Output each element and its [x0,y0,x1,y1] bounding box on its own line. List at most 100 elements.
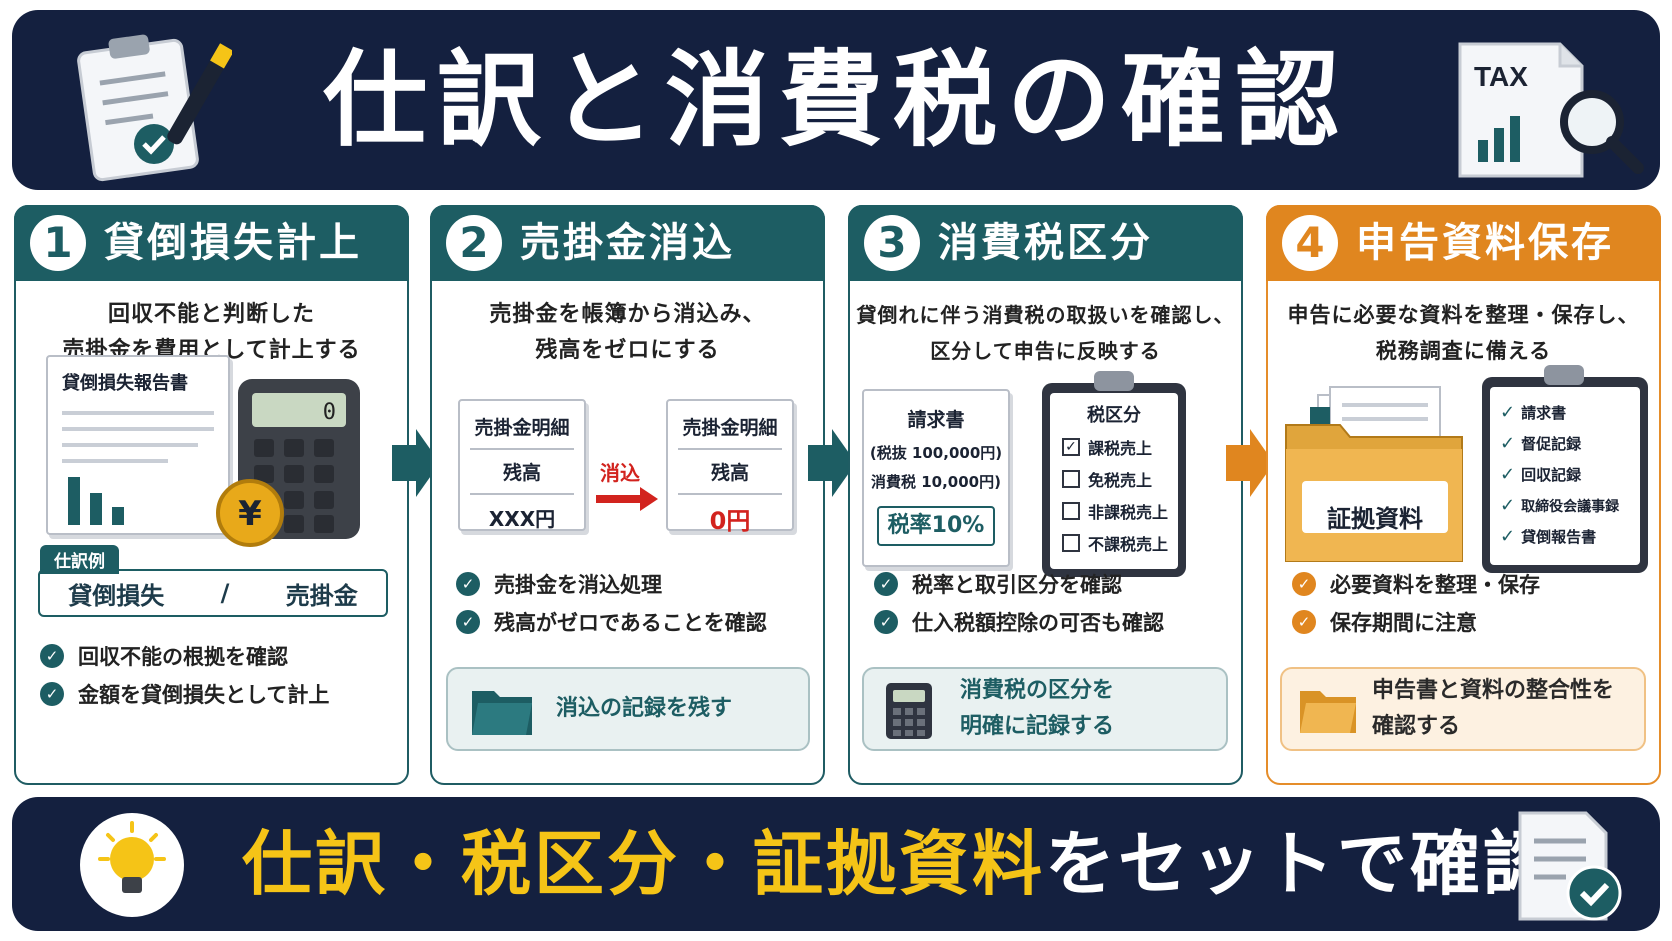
calculator-coin-icon: 0 ¥ [216,379,360,547]
note-text: 申告書と資料の整合性を確認する [1372,678,1615,739]
check-icon: ✓ [1500,464,1516,485]
tax-label: TAX [1474,61,1528,92]
card-description: 申告に必要な資料を整理・保存し、税務調査に備える [1287,303,1640,363]
check-icon: ✓ [456,610,480,634]
credit-account: 売掛金 [285,581,358,610]
card-title: 申告資料保存 [1356,220,1614,266]
check-list: ✓税率と取引区分を確認 ✓仕入税額控除の可否も確認 [874,565,1164,641]
card-header: 3 消費税区分 [848,205,1243,281]
invoice-doc: 請求書 (税抜 100,000円) 消費税 10,000円) 税率10% [862,389,1010,567]
tax-rate-badge: 税率10% [877,506,995,546]
evidence-folder-icon [1285,386,1463,562]
yen-symbol: ¥ [238,494,262,534]
check-icon: ✓ [1500,433,1516,454]
footer-rest: をセットで確認 [1045,823,1556,905]
check-list: ✓必要資料を整理・保存 ✓保存期間に注意 [1292,565,1540,641]
check-icon: ✓ [1292,610,1316,634]
footer-message: 仕訳・税区分・証拠資料をセットで確認 [242,819,1556,909]
check-icon: ✓ [456,572,480,596]
flow-arrow [392,445,416,481]
invoice-line: 消費税 10,000円) [871,473,1001,491]
check-list: ✓回収不能の根拠を確認 ✓金額を貸倒損失として計上 [40,637,329,713]
ledger-after: 売掛金明細 残高 0円 [666,399,794,535]
document-item: ✓回収記録 [1500,464,1582,485]
check-list: ✓売掛金を消込処理 ✓残高がゼロであることを確認 [456,565,767,641]
list-item: ✓必要資料を整理・保存 [1292,565,1540,603]
note-box: 申告書と資料の整合性を確認する [1280,667,1646,751]
card-header: 2 売掛金消込 [430,205,825,281]
step-card-1: 1 貸倒損失計上 回収不能と判断した売掛金を費用として計上する 貸倒損失報告書 … [14,205,409,785]
list-item: ✓保存期間に注意 [1292,603,1540,641]
balance-label: 残高 [502,462,541,484]
clipboard-pen-icon [77,34,232,182]
list-item: ✓仕入税額控除の可否も確認 [874,603,1164,641]
debit-account: 貸倒損失 [68,581,165,610]
folder-label: 証拠資料 [1327,505,1423,533]
card-title: 貸倒損失計上 [104,220,362,266]
document-item: ✓請求書 [1500,402,1567,423]
ledger-title: 売掛金明細 [474,417,570,439]
tax-class-clipboard: 税区分 ✓課税売上 免税売上 非課税売上 不課税売上 [1042,371,1186,577]
card-description: 売掛金を帳簿から消込み、残高をゼロにする [489,302,766,363]
clip [1094,371,1134,391]
note-box: 消込の記録を残す [446,667,810,751]
tax-document-magnifier-icon: TAX [1458,42,1644,178]
page-title: 仕訳と消費税の確認 [322,39,1349,161]
tax-class-option: 非課税売上 [1062,495,1178,527]
note-box: 消費税の区分を明確に記録する [862,667,1228,751]
report-chart-icon [62,411,214,525]
list-item: ✓売掛金を消込処理 [456,565,767,603]
calculator-icon [886,683,932,739]
list-item: ✓残高がゼロであることを確認 [456,603,767,641]
header-banner: 仕訳と消費税の確認 TAX [12,10,1660,190]
folder-icon [1300,691,1356,733]
note-text: 消込の記録を残す [556,696,733,721]
document-checklist-clipboard: ✓請求書 ✓督促記録 ✓回収記録 ✓取締役会議事録 ✓貸倒報告書 [1482,365,1648,573]
report-title: 貸倒損失報告書 [62,373,188,394]
flow-arrow [808,445,832,481]
invoice-line: (税抜 100,000円) [869,444,1003,462]
list-item: ✓金額を貸倒損失として計上 [40,675,329,713]
tax-class-title: 税区分 [1087,405,1141,426]
card-title: 消費税区分 [938,220,1153,266]
checkbox-icon [1062,534,1080,552]
checkbox-icon [1062,502,1080,520]
clear-label: 消込 [600,461,640,485]
card-description: 貸倒れに伴う消費税の取扱いを確認し、区分して申告に反映する [856,303,1235,363]
check-icon: ✓ [1500,495,1516,516]
step-number: 4 [1282,215,1338,271]
step-card-3: 3 消費税区分 貸倒れに伴う消費税の取扱いを確認し、区分して申告に反映する 請求… [848,205,1243,785]
step-number: 3 [864,215,920,271]
balance-value-zero: 0円 [709,507,751,535]
check-icon: ✓ [40,682,64,706]
card-header: 4 申告資料保存 [1266,205,1661,281]
lightbulb-icon [80,813,184,917]
ledger-title: 売掛金明細 [682,417,778,439]
tax-class-option: 不課税売上 [1062,527,1178,559]
ledger-before: 売掛金明細 残高 XXX円 [458,399,586,531]
clip [1544,365,1584,385]
document-check-icon [1518,811,1622,921]
check-icon: ✓ [40,644,64,668]
list-item: ✓税率と取引区分を確認 [874,565,1164,603]
check-icon: ✓ [1292,572,1316,596]
list-item: ✓回収不能の根拠を確認 [40,637,329,675]
step-card-4: 4 申告資料保存 申告に必要な資料を整理・保存し、税務調査に備える 証拠資料 ✓… [1266,205,1661,785]
footer-highlight: 仕訳・税区分・証拠資料 [242,823,1045,905]
calc-display: 0 [323,400,336,425]
card-header: 1 貸倒損失計上 [14,205,409,281]
journal-example: 貸倒損失 / 売掛金 [38,569,388,617]
checkbox-checked-icon: ✓ [1062,438,1080,456]
step-number: 2 [446,215,502,271]
bad-debt-report: 貸倒損失報告書 [46,355,230,535]
balance-label: 残高 [710,462,749,484]
flow-arrow [1226,445,1250,481]
check-icon: ✓ [874,572,898,596]
document-item: ✓督促記録 [1500,433,1582,454]
folder-icon [472,691,532,735]
balance-value: XXX円 [488,507,556,531]
document-item: ✓貸倒報告書 [1500,526,1597,547]
footer-banner: 仕訳・税区分・証拠資料をセットで確認 [12,797,1660,931]
red-arrow-icon [596,487,658,511]
journal-separator: / [220,579,230,607]
